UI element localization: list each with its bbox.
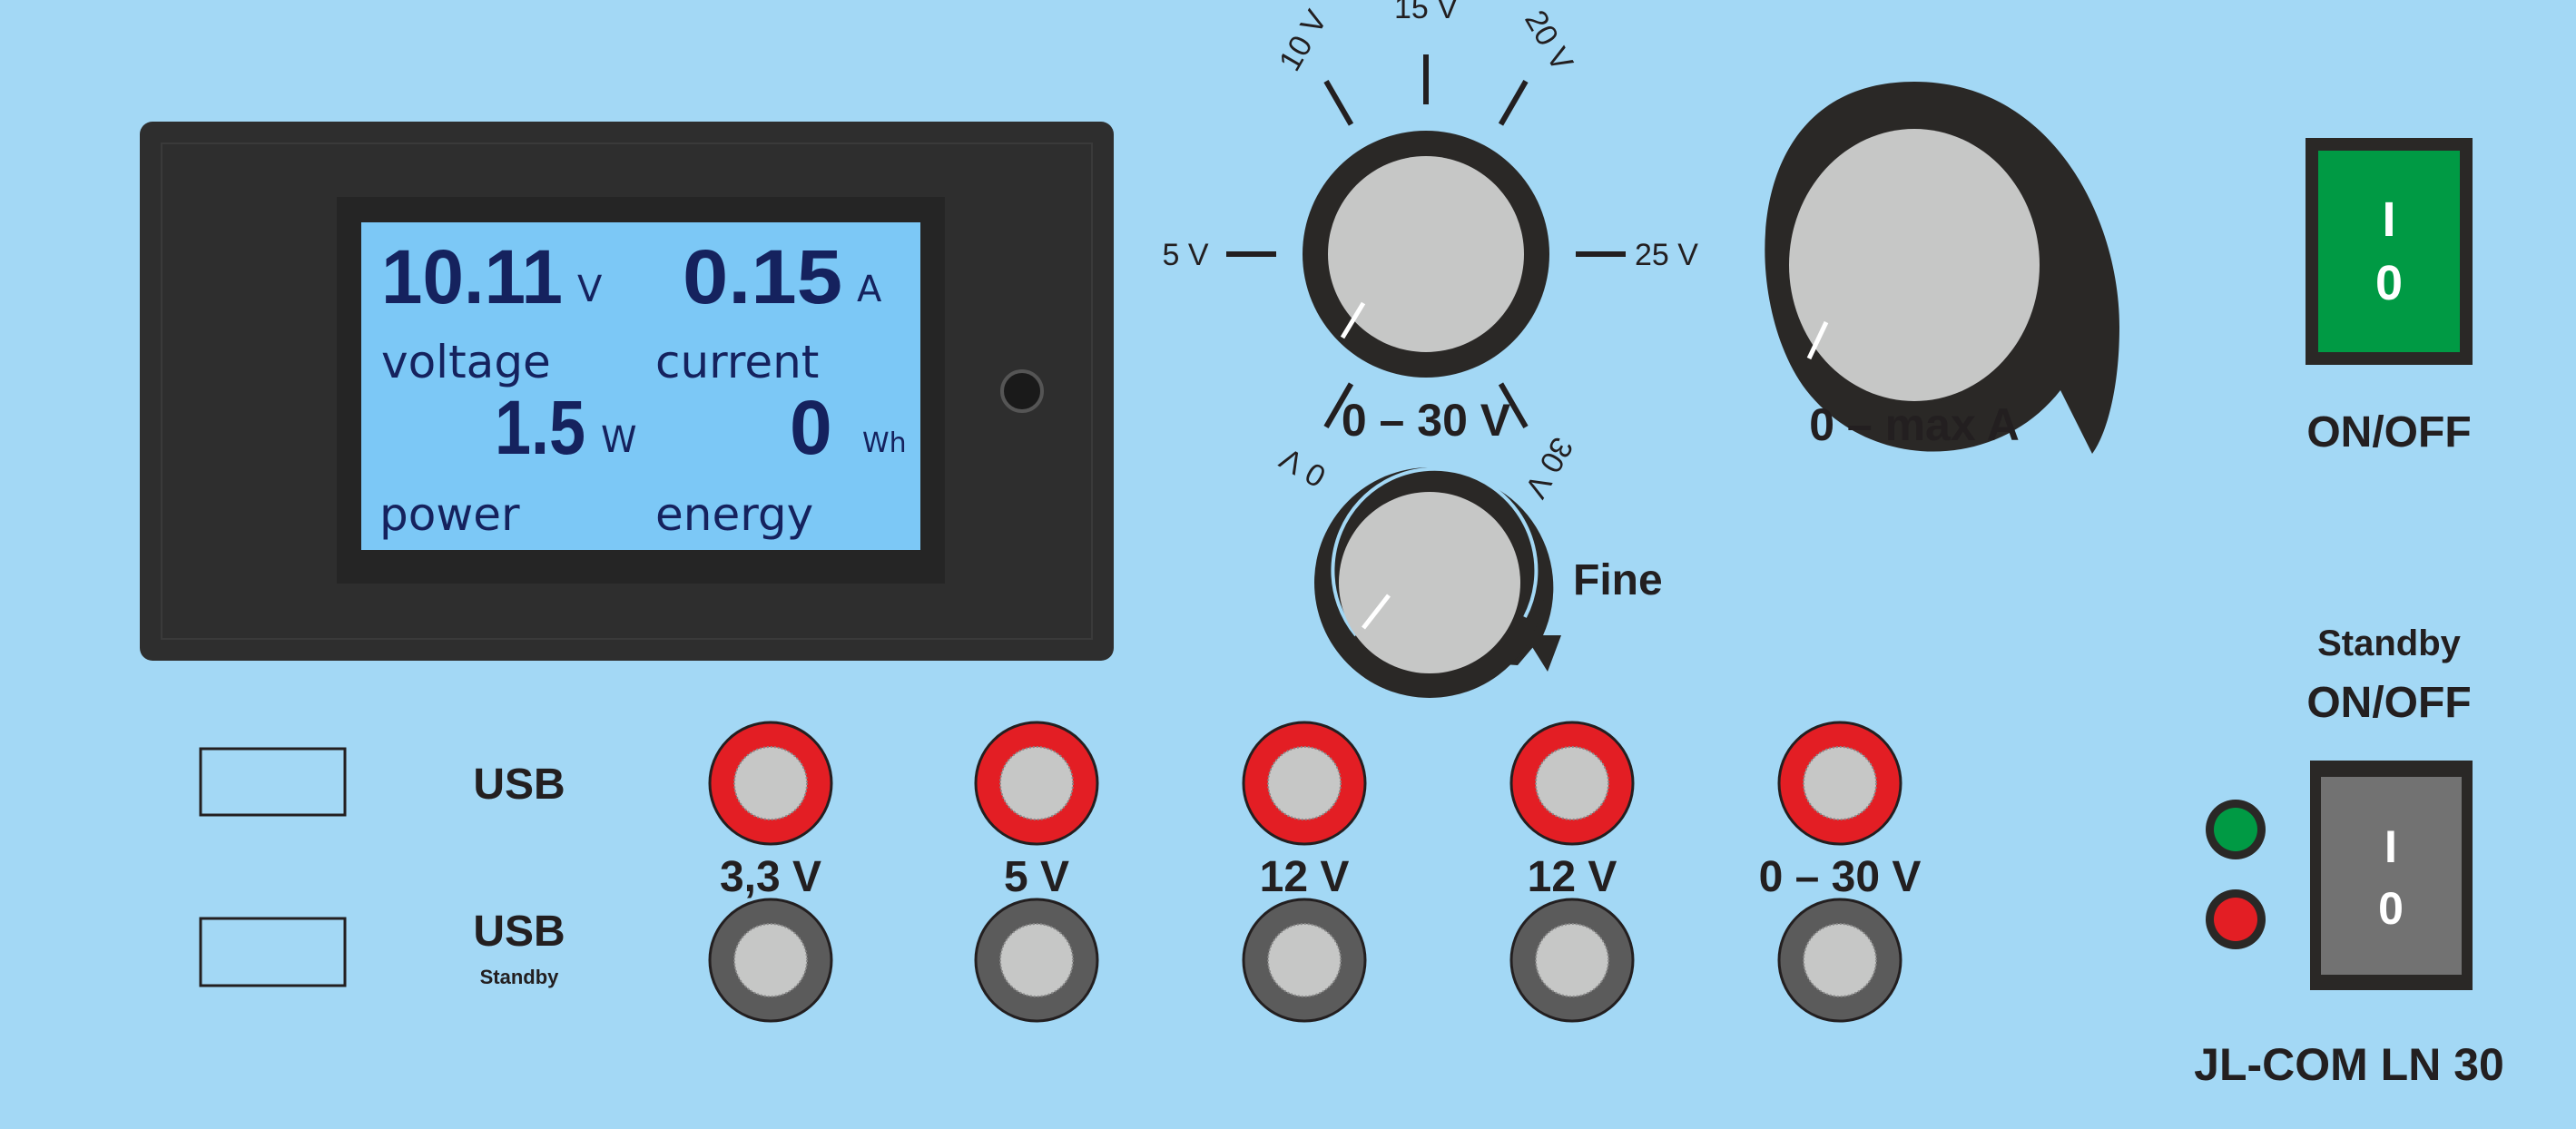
meter-button[interactable] (1000, 369, 1044, 413)
terminal-label: 3,3 V (720, 853, 821, 901)
lcd-meter: 10.11 V 0.15 A voltage current 1.5 W 0 W… (140, 122, 1114, 661)
voltage-label: voltage (381, 336, 551, 388)
scale-label: 15 V (1394, 0, 1458, 25)
output-terminals: 3,3 V 5 V 12 V 12 V 0 – 30 V (708, 721, 1922, 1023)
usb-standby-sublabel: Standby (480, 966, 560, 988)
standby-switch-rocker[interactable] (2321, 777, 2462, 975)
terminal-label: 0 – 30 V (1759, 853, 1922, 901)
current-unit: A (857, 269, 882, 310)
main-switch-label: ON/OFF (2306, 408, 2471, 457)
standby-title: Standby (2317, 623, 2462, 663)
usb-port[interactable] (199, 747, 347, 817)
current-reading: 0.15 (683, 234, 842, 319)
scale-label: 25 V (1635, 238, 1698, 272)
standby-switch-label: ON/OFF (2306, 679, 2471, 727)
lcd-screen (361, 222, 920, 550)
fine-knob[interactable] (1314, 466, 1561, 698)
usb-label: USB (473, 761, 565, 809)
switch-on-mark: I (2382, 192, 2395, 247)
scale-label: 5 V (1162, 238, 1208, 272)
terminal-label: 5 V (1004, 853, 1069, 901)
scale-tick (1323, 79, 1354, 126)
current-knob-face[interactable] (1789, 129, 2040, 401)
energy-unit: Wh (862, 427, 907, 459)
current-knob[interactable] (1765, 82, 2119, 454)
knob-pointer (1340, 301, 1366, 339)
knob-pointer (1362, 594, 1391, 630)
current-knob-label: 0 – max A (1809, 399, 2020, 450)
scale-tick (1498, 79, 1529, 126)
voltage-unit: V (577, 269, 603, 310)
usb-standby-port[interactable] (199, 917, 347, 987)
voltage-knob[interactable] (1303, 131, 1549, 378)
voltage-knob-face[interactable] (1328, 156, 1524, 352)
usb-standby-label: USB (473, 908, 565, 956)
main-power-switch[interactable]: I 0 (2306, 138, 2473, 365)
switch-on-mark: I (2384, 821, 2397, 872)
fine-knob-face[interactable] (1339, 492, 1520, 673)
switch-off-mark: 0 (2375, 256, 2403, 310)
voltage-knob-label: 0 – 30 V (1342, 395, 1511, 446)
terminal-label: 12 V (1528, 853, 1617, 901)
power-label: power (379, 488, 520, 541)
terminal-label: 12 V (1260, 853, 1350, 901)
power-reading: 1.5 (495, 385, 585, 470)
scale-tick (1323, 382, 1354, 429)
model-name: JL-COM LN 30 (2194, 1039, 2504, 1090)
voltage-reading: 10.11 (381, 234, 563, 319)
power-unit: W (601, 419, 637, 461)
main-switch-rocker[interactable] (2318, 151, 2460, 352)
energy-label: energy (655, 488, 813, 541)
current-label: current (655, 336, 819, 388)
energy-reading: 0 (790, 385, 832, 470)
knob-pointer (1806, 320, 1829, 360)
switch-off-mark: 0 (2378, 883, 2404, 934)
fine-knob-label: Fine (1573, 556, 1663, 604)
scale-tick (1498, 382, 1529, 429)
standby-switch[interactable]: I 0 (2310, 761, 2473, 990)
